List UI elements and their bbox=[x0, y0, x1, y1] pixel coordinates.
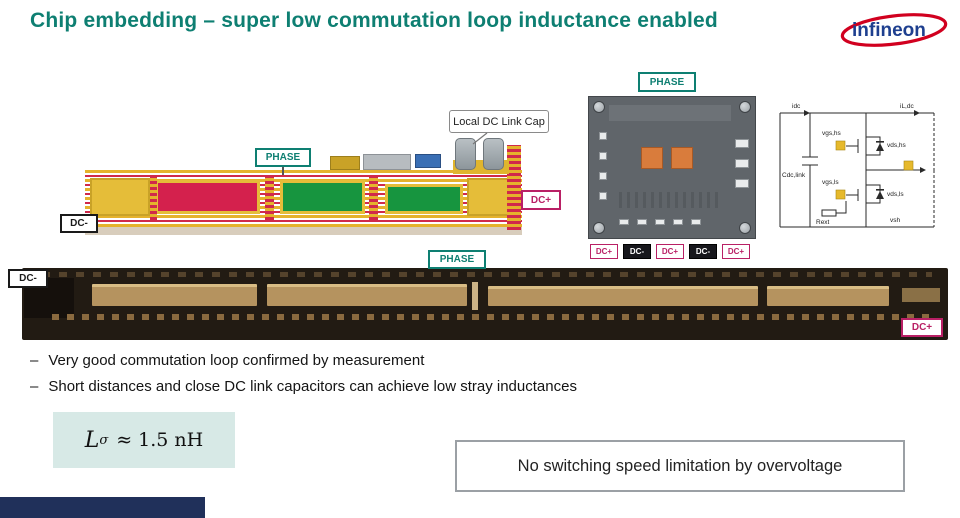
footer-bar bbox=[0, 497, 205, 518]
terminal-dc-plus: DC+ bbox=[590, 244, 618, 259]
embedded-die-red bbox=[155, 180, 260, 214]
xsection-phase-label: PHASE bbox=[428, 250, 486, 269]
infineon-logo-graphic: infineon bbox=[840, 13, 948, 47]
copper-layer-bar-small bbox=[902, 288, 940, 302]
pcb-base-layer bbox=[85, 227, 522, 235]
power-die bbox=[641, 147, 663, 169]
bullet-marker: – bbox=[30, 378, 39, 395]
schematic-label-ildc: iL,dc bbox=[900, 103, 914, 110]
solder-pad bbox=[673, 219, 683, 225]
solder-pad bbox=[735, 179, 749, 188]
via-column bbox=[369, 176, 378, 220]
via-column bbox=[265, 176, 274, 220]
dc-link-capacitor bbox=[483, 138, 504, 170]
terminal-dc-minus: DC- bbox=[623, 244, 651, 259]
solder-pad bbox=[691, 219, 701, 225]
bullet-item: – Short distances and close DC link capa… bbox=[30, 378, 910, 395]
formula-subscript: σ bbox=[99, 432, 109, 448]
no-limitation-callout: No switching speed limitation by overvol… bbox=[455, 440, 905, 492]
half-bridge-schematic: idc iL,dc Cdc,link vgs,hs vds,hs vgs,ls … bbox=[766, 95, 948, 243]
power-die bbox=[671, 147, 693, 169]
embedded-copper-block bbox=[90, 178, 150, 216]
phase-junction bbox=[472, 282, 478, 310]
terminal-dc-plus: DC+ bbox=[656, 244, 684, 259]
schematic-label-cdclink: Cdc,link bbox=[782, 172, 806, 179]
xsection-dc-plus-label: DC+ bbox=[901, 318, 943, 337]
schematic-label-vsh: vsh bbox=[890, 217, 901, 224]
dc-plus-label: DC+ bbox=[521, 190, 561, 210]
module-photo-block: PHASE DC+ DC- DC+ DC- D bbox=[588, 72, 756, 260]
mounting-hole bbox=[593, 222, 605, 234]
solder-pad bbox=[599, 152, 607, 160]
infineon-logo: infineon bbox=[838, 10, 950, 50]
formula-variable: L bbox=[84, 427, 100, 453]
mounting-hole bbox=[593, 101, 605, 113]
formula-value: ≈ 1.5 nH bbox=[116, 429, 204, 451]
solder-pad bbox=[599, 172, 607, 180]
dc-minus-label: DC- bbox=[60, 214, 98, 233]
copper-layer-bar bbox=[488, 286, 758, 306]
terminal-dc-minus: DC- bbox=[689, 244, 717, 259]
embedded-die-green-2 bbox=[385, 184, 463, 214]
local-dc-link-cap-callout: Local DC Link Cap bbox=[449, 110, 549, 133]
dc-link-capacitor bbox=[455, 138, 476, 170]
bullet-text: Very good commutation loop confirmed by … bbox=[48, 352, 425, 369]
phase-label: PHASE bbox=[255, 148, 311, 167]
schematic-label-rext: Rext bbox=[816, 219, 830, 226]
mounting-hole bbox=[739, 222, 751, 234]
xsection-dc-minus-label: DC- bbox=[8, 269, 48, 288]
schematic-label-vdshs: vds,hs bbox=[887, 142, 907, 149]
schematic-graphic: idc iL,dc Cdc,link vgs,hs vds,hs vgs,ls … bbox=[779, 103, 935, 228]
solder-pad bbox=[599, 192, 607, 200]
copper-layer-bar bbox=[92, 284, 257, 306]
infineon-logo-text: infineon bbox=[852, 20, 926, 41]
schematic-label-vdsls: vds,ls bbox=[887, 191, 904, 198]
bullet-marker: – bbox=[30, 352, 39, 369]
dc-plus-riser-column bbox=[507, 145, 521, 230]
solder-pad bbox=[637, 219, 647, 225]
solder-pad bbox=[655, 219, 665, 225]
bullet-text: Short distances and close DC link capaci… bbox=[48, 378, 577, 395]
via-dash-row-top bbox=[42, 272, 932, 277]
solder-pad bbox=[619, 219, 629, 225]
smd-component-blue bbox=[415, 154, 441, 168]
bullet-item: – Very good commutation loop confirmed b… bbox=[30, 352, 910, 369]
pcb-cross-section-diagram: Local DC Link Cap PHASE DC- DC+ bbox=[55, 100, 567, 245]
module-photo bbox=[588, 96, 756, 239]
copper-layer-bar bbox=[767, 286, 889, 306]
via-dash-row-bottom bbox=[52, 314, 932, 320]
terminal-dc-plus: DC+ bbox=[722, 244, 750, 259]
cross-section-photo bbox=[22, 268, 948, 340]
copper-layer-bar bbox=[267, 284, 467, 306]
solder-pad bbox=[735, 159, 749, 168]
phase-leader-line bbox=[282, 167, 284, 175]
schematic-label-idc: idc bbox=[792, 103, 801, 110]
schematic-label-vgshs: vgs,hs bbox=[822, 130, 842, 137]
page-title: Chip embedding – super low commutation l… bbox=[30, 9, 718, 32]
solder-pad bbox=[735, 139, 749, 148]
smd-component-silver bbox=[363, 154, 411, 170]
module-phase-label: PHASE bbox=[638, 72, 696, 92]
embedded-die-green-1 bbox=[280, 180, 365, 214]
schematic-label-vgsls: vgs,ls bbox=[822, 179, 839, 186]
smd-component-gold bbox=[330, 156, 360, 170]
mounting-hole bbox=[739, 101, 751, 113]
via-column bbox=[150, 176, 157, 220]
via-dot-rows bbox=[619, 192, 719, 208]
module-top-band bbox=[609, 105, 731, 121]
solder-pad bbox=[599, 132, 607, 140]
